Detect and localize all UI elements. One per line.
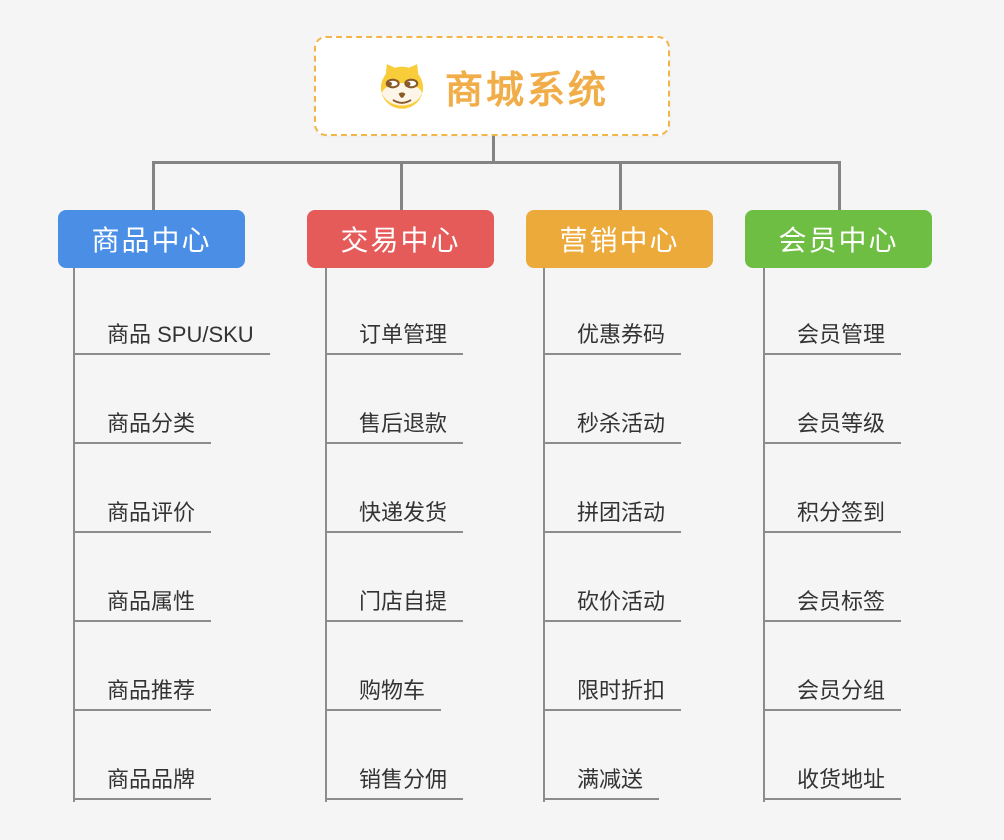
leaf-node[interactable]: 会员标签 xyxy=(763,588,902,622)
branch-node-4[interactable]: 会员中心 xyxy=(745,210,932,268)
branch-spine-4 xyxy=(763,268,765,802)
branch-spine-2 xyxy=(325,268,327,802)
leaf-node[interactable]: 会员分组 xyxy=(763,677,902,711)
root-node[interactable]: 商城系统 xyxy=(314,36,670,136)
leaf-node[interactable]: 会员管理 xyxy=(763,321,902,355)
leaf-node[interactable]: 满减送 xyxy=(543,766,660,800)
branch-label: 营销中心 xyxy=(559,225,680,256)
leaf-node[interactable]: 会员等级 xyxy=(763,410,902,444)
connector-root-stub xyxy=(492,136,495,163)
connector-drop-1 xyxy=(152,161,155,210)
branch-spine-3 xyxy=(543,268,545,802)
leaf-node[interactable]: 限时折扣 xyxy=(543,677,682,711)
leaf-node[interactable]: 商品推荐 xyxy=(73,677,212,711)
leaf-node[interactable]: 购物车 xyxy=(325,677,442,711)
branch-label: 交易中心 xyxy=(340,225,461,256)
leaf-node[interactable]: 优惠券码 xyxy=(543,321,682,355)
leaf-node[interactable]: 门店自提 xyxy=(325,588,464,622)
branch-node-1[interactable]: 商品中心 xyxy=(58,210,245,268)
leaf-node[interactable]: 收货地址 xyxy=(763,766,902,800)
leaf-node[interactable]: 商品分类 xyxy=(73,410,212,444)
leaf-node[interactable]: 商品属性 xyxy=(73,588,212,622)
leaf-node[interactable]: 积分签到 xyxy=(763,499,902,533)
leaf-node[interactable]: 商品品牌 xyxy=(73,766,212,800)
leaf-node[interactable]: 拼团活动 xyxy=(543,499,682,533)
leaf-node[interactable]: 快递发货 xyxy=(325,499,464,533)
leaf-node[interactable]: 商品评价 xyxy=(73,499,212,533)
leaf-node[interactable]: 售后退款 xyxy=(325,410,464,444)
leaf-node[interactable]: 秒杀活动 xyxy=(543,410,682,444)
connector-drop-2 xyxy=(400,161,403,210)
root-title: 商城系统 xyxy=(444,69,609,112)
branch-node-2[interactable]: 交易中心 xyxy=(307,210,494,268)
leaf-node[interactable]: 砍价活动 xyxy=(543,588,682,622)
branch-label: 商品中心 xyxy=(91,225,212,256)
branch-node-3[interactable]: 营销中心 xyxy=(526,210,713,268)
branch-label: 会员中心 xyxy=(778,225,899,256)
connector-drop-3 xyxy=(619,161,622,210)
branch-spine-1 xyxy=(73,268,75,802)
connector-drop-4 xyxy=(838,161,841,210)
doge-icon xyxy=(380,64,424,109)
connector-bus xyxy=(152,161,840,164)
leaf-node[interactable]: 商品 SPU/SKU xyxy=(73,321,270,355)
leaf-node[interactable]: 订单管理 xyxy=(325,321,464,355)
leaf-node[interactable]: 销售分佣 xyxy=(325,766,464,800)
